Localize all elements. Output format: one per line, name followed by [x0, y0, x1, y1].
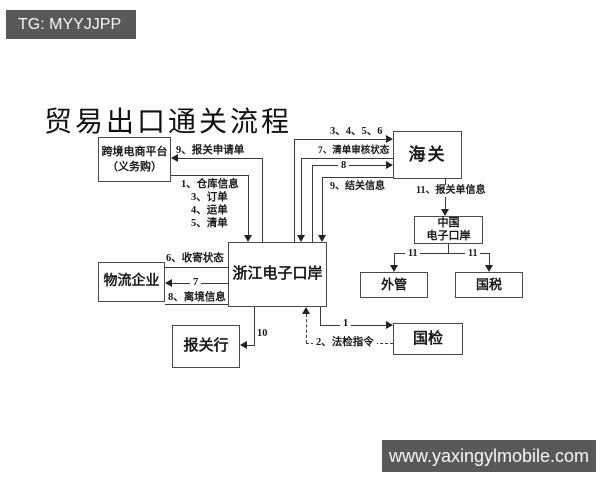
- connector-3456-h: [294, 139, 388, 140]
- connector-10-v: [254, 307, 255, 345]
- edge-label-waybill: 4、运单: [191, 205, 228, 216]
- diagram-title: 贸易出口通关流程: [44, 107, 293, 138]
- node-platform-line2: （义务购）: [107, 160, 162, 173]
- connector-split-stem: [448, 243, 449, 253]
- arrowhead-into-cnport: [441, 209, 449, 216]
- arrowhead-into-forex: [390, 265, 398, 272]
- edge-label-3456: 3、4、5、6: [330, 126, 383, 137]
- connector-declare-form-v: [262, 158, 263, 242]
- edge-label-7: 7: [190, 277, 202, 290]
- connector-3456-v: [294, 139, 295, 242]
- connector-split-h: [394, 253, 489, 254]
- edge-label-8: 8: [338, 160, 350, 173]
- connector-list-audit-v: [301, 158, 302, 235]
- edge-label-inspection-cmd: 2、法检指令: [313, 337, 377, 350]
- connector-receive-status: [165, 267, 228, 268]
- node-logistics: 物流企业: [98, 262, 165, 302]
- node-inspection-label: 国检: [412, 330, 443, 347]
- node-platform-line1: 跨境电商平台: [101, 145, 168, 158]
- arrowhead-into-customs-2: [386, 161, 393, 169]
- connector-8-v: [312, 165, 313, 242]
- connector-1-v: [320, 307, 321, 325]
- arrowhead-into-customs-1: [386, 135, 393, 143]
- node-china-eport-line2: 电子口岸: [426, 230, 471, 242]
- edge-label-order: 3、订单: [191, 192, 228, 203]
- edge-label-warehouse-info: 1、仓库信息: [181, 179, 239, 190]
- connector-forex-v: [394, 253, 395, 267]
- arrowhead-into-zjport-bottom: [302, 307, 310, 314]
- arrowhead-into-broker: [240, 341, 247, 349]
- connector-10-h: [245, 345, 255, 346]
- edge-label-10: 10: [257, 328, 268, 339]
- connector-8-h: [312, 165, 388, 166]
- node-tax: 国税: [455, 272, 523, 298]
- node-broker-label: 报关行: [183, 338, 229, 355]
- edge-label-declaration-info: 11、报关单信息: [413, 185, 489, 197]
- node-china-eport: 中国 电子口岸: [414, 216, 483, 244]
- connector-tax-v: [489, 253, 490, 267]
- node-customs-label: 海关: [408, 144, 447, 164]
- arrowhead-into-platform: [171, 154, 178, 162]
- connector-closing-v: [322, 177, 323, 235]
- arrowhead-into-zjport-7: [297, 235, 305, 242]
- node-platform: 跨境电商平台 （义务购）: [98, 137, 171, 182]
- arrowhead-into-inspection: [386, 321, 393, 329]
- edge-label-11-left: 11: [405, 248, 421, 260]
- node-tax-label: 国税: [475, 277, 502, 293]
- connector-1-h: [320, 325, 388, 326]
- node-zhejiang-eport-label: 浙江电子口岸: [232, 266, 323, 283]
- edge-label-declare-form: 9、报关申请单: [176, 145, 245, 156]
- edge-label-list-audit: 7、清单审核状态: [318, 146, 390, 156]
- watermark-website: www.yaxingylmobile.com: [382, 440, 596, 472]
- edge-label-receive-status: 6、收寄状态: [166, 253, 224, 264]
- node-inspection: 国检: [393, 323, 463, 355]
- edge-label-manifest: 5、清单: [191, 218, 228, 229]
- node-china-eport-line1: 中国: [437, 216, 460, 229]
- connector-inspection-cmd-v: [306, 314, 307, 343]
- watermark-telegram: TG: MYYJJPP: [6, 10, 136, 39]
- connector-list-audit-h: [301, 158, 393, 159]
- connector-warehouse-list-v: [248, 175, 249, 237]
- arrowhead-into-zjport-left: [244, 235, 252, 242]
- node-broker: 报关行: [172, 325, 240, 368]
- node-forex-label: 外管: [380, 277, 407, 293]
- arrowhead-into-logistics: [165, 279, 172, 287]
- node-forex: 外管: [360, 272, 428, 298]
- arrowhead-into-zjport-9: [318, 235, 326, 242]
- node-logistics-label: 物流企业: [103, 273, 160, 289]
- connector-closing-h: [322, 177, 393, 178]
- edge-label-departure-info: 8、离境信息: [168, 292, 226, 303]
- connector-departure-info: [165, 304, 228, 305]
- edge-label-11-right: 11: [465, 248, 481, 260]
- arrowhead-into-tax: [485, 265, 493, 272]
- connector-declare-form-h: [172, 158, 262, 159]
- edge-label-closing-info: 9、结关信息: [330, 181, 385, 192]
- node-customs: 海关: [393, 131, 462, 179]
- edge-label-1: 1: [340, 318, 352, 331]
- node-zhejiang-eport: 浙江电子口岸: [228, 242, 327, 307]
- connector-warehouse-list-h: [171, 175, 248, 176]
